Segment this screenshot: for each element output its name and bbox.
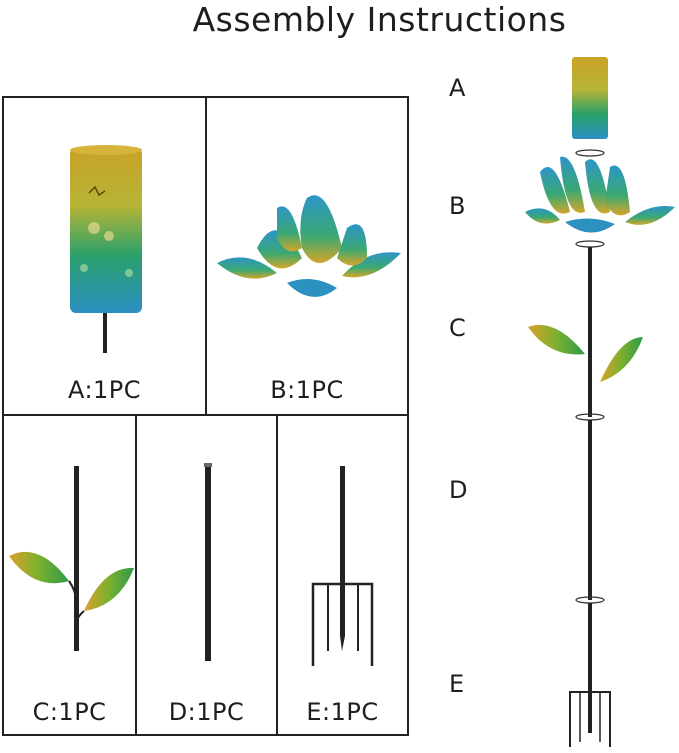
leaf-stem-illustration (9, 466, 134, 651)
part-box-b: B:1PC (205, 96, 409, 416)
step-label-b: B (449, 192, 466, 220)
part-box-e: E:1PC (276, 414, 409, 736)
caption-c: C:1PC (32, 698, 107, 726)
part-box-a: A:1PC (2, 96, 207, 416)
part-box-d: D:1PC (135, 414, 278, 736)
caption-d: D:1PC (168, 698, 245, 726)
step-label-a: A (449, 74, 466, 102)
part-box-c: C:1PC (2, 414, 137, 736)
assembly-illustration (525, 57, 675, 747)
caption-e: E:1PC (306, 698, 379, 726)
stake-illustration (311, 466, 374, 666)
step-label-d: D (449, 476, 468, 504)
pole-illustration (204, 463, 212, 661)
step-label-e: E (449, 670, 465, 698)
caption-a: A:1PC (67, 376, 142, 404)
caption-b: B:1PC (270, 376, 344, 404)
step-label-c: C (449, 314, 466, 342)
lotus-illustration (217, 195, 401, 297)
page-title: Assembly Instructions (192, 0, 567, 39)
lantern-illustration (70, 145, 142, 353)
